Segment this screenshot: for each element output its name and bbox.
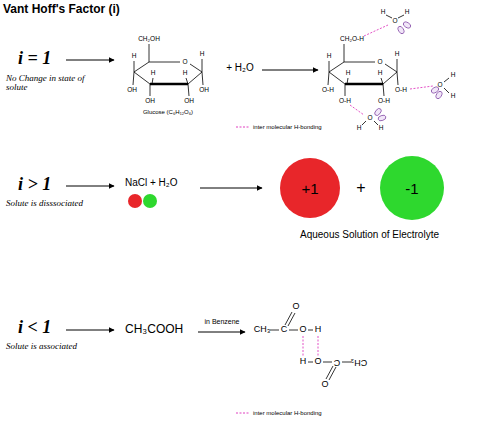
atom-label: O-H bbox=[339, 98, 351, 105]
condition-label: in Benzene bbox=[204, 318, 239, 325]
atom-label: H bbox=[346, 70, 351, 77]
atom-label: H bbox=[357, 125, 362, 132]
atom-label: O bbox=[377, 59, 382, 66]
case-note: No Change in state of solute bbox=[6, 74, 91, 93]
atom-label: CH₃ bbox=[254, 325, 271, 334]
atom-label: O bbox=[392, 18, 397, 25]
atom-label: H bbox=[183, 70, 188, 77]
atom-label: O-H bbox=[395, 87, 407, 94]
atom-label: CH₂O-H bbox=[340, 36, 364, 43]
atom-label: OH bbox=[184, 98, 194, 105]
atom-label: C bbox=[281, 325, 288, 334]
atom-label: O bbox=[292, 302, 299, 311]
reactant-label: + H₂O bbox=[226, 63, 254, 74]
legend-text: inter molecular H-bonding bbox=[253, 410, 322, 416]
atom-label: H bbox=[451, 72, 456, 79]
atom-label: OH bbox=[199, 87, 209, 94]
diagram-title: Vant Hoff's Factor (i) bbox=[3, 3, 120, 16]
molecule-name: Glucose (C₆H₁₂O₆) bbox=[143, 109, 193, 115]
ion-charge: +1 bbox=[301, 180, 318, 197]
atom-label: H bbox=[132, 53, 137, 60]
case-note: Solute is disssociated bbox=[6, 199, 91, 208]
atom-label: CH₂OH bbox=[138, 36, 160, 43]
legend-item: inter molecular H-bonding bbox=[236, 410, 322, 416]
atom-label: O bbox=[299, 325, 306, 334]
atom-label: O bbox=[321, 380, 328, 389]
ion-circle: +1 bbox=[280, 158, 340, 218]
atom-label: O bbox=[437, 82, 442, 89]
factor-value: i < 1 bbox=[18, 318, 51, 337]
plus-sign: + bbox=[356, 180, 365, 197]
atom-label: CH₃ bbox=[351, 357, 368, 366]
atom-label: OH bbox=[127, 87, 137, 94]
legend-swatch bbox=[236, 410, 250, 416]
case-note: Solute is associated bbox=[6, 342, 91, 351]
atom-label: OH bbox=[145, 98, 155, 105]
atom-label: H bbox=[151, 70, 156, 77]
atom-label: O-H bbox=[322, 87, 334, 94]
atom-label: O bbox=[182, 59, 187, 66]
factor-value: i = 1 bbox=[18, 49, 51, 68]
legend-swatch bbox=[236, 124, 250, 130]
atom-label: H bbox=[300, 357, 307, 366]
legend-text: inter molecular H-bonding bbox=[253, 124, 322, 130]
solution-label: Aqueous Solution of Electrolyte bbox=[300, 230, 439, 241]
atom-label: H bbox=[378, 70, 383, 77]
atom-label: O bbox=[367, 115, 372, 122]
ion-circle: -1 bbox=[380, 156, 444, 220]
legend-item: inter molecular H-bonding bbox=[236, 124, 322, 130]
atom-label: H bbox=[451, 93, 456, 100]
factor-value: i > 1 bbox=[18, 175, 51, 194]
atom-label: H bbox=[405, 9, 410, 16]
ion-charge: -1 bbox=[405, 180, 418, 197]
atom-label: O-H bbox=[378, 98, 390, 105]
atom-label: O bbox=[314, 357, 321, 366]
atom-label: H bbox=[315, 325, 322, 334]
reactant-label: NaCl + H₂O bbox=[125, 178, 178, 189]
atom-label: H bbox=[379, 125, 384, 132]
atom-label: H bbox=[395, 51, 400, 58]
reactant-label: CH₃COOH bbox=[125, 323, 183, 336]
atom-label: H bbox=[200, 51, 205, 58]
atom-label: H bbox=[381, 9, 386, 16]
atom-label: H bbox=[327, 53, 332, 60]
atom-label: C bbox=[334, 357, 341, 366]
